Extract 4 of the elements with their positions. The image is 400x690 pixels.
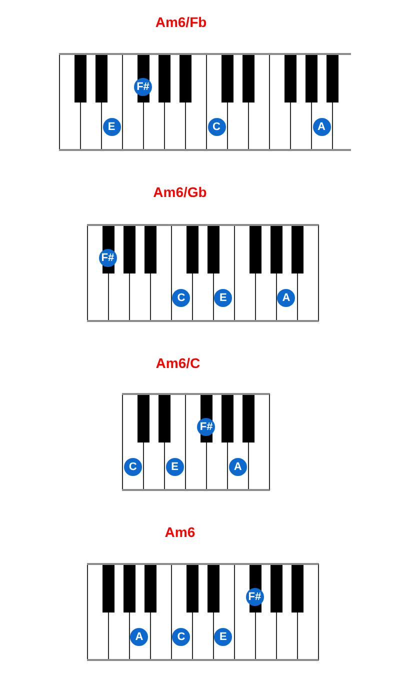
chord-name: Am6/Fb (155, 14, 207, 30)
chord-name: Am6 (164, 524, 196, 540)
chord-name: Am6/C (156, 355, 200, 371)
chord-name: Am6/Gb (153, 184, 207, 200)
